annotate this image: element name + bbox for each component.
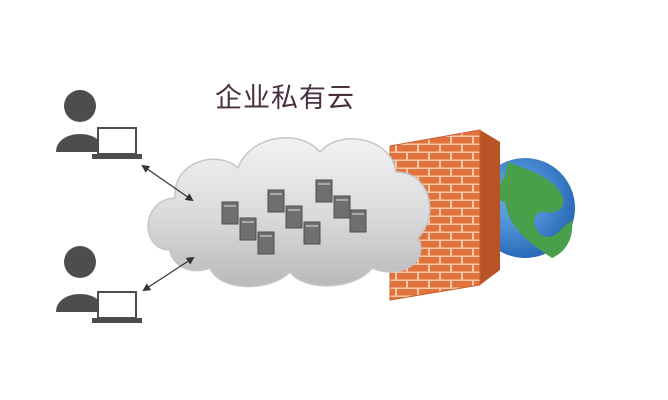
user-2-icon <box>56 246 142 323</box>
user-1-icon <box>56 90 142 159</box>
connector-user-1-cloud <box>141 164 194 202</box>
connector-user-2-cloud <box>142 256 195 292</box>
server-cluster-icon <box>221 179 367 255</box>
diagram-title: 企业私有云 <box>215 83 355 114</box>
